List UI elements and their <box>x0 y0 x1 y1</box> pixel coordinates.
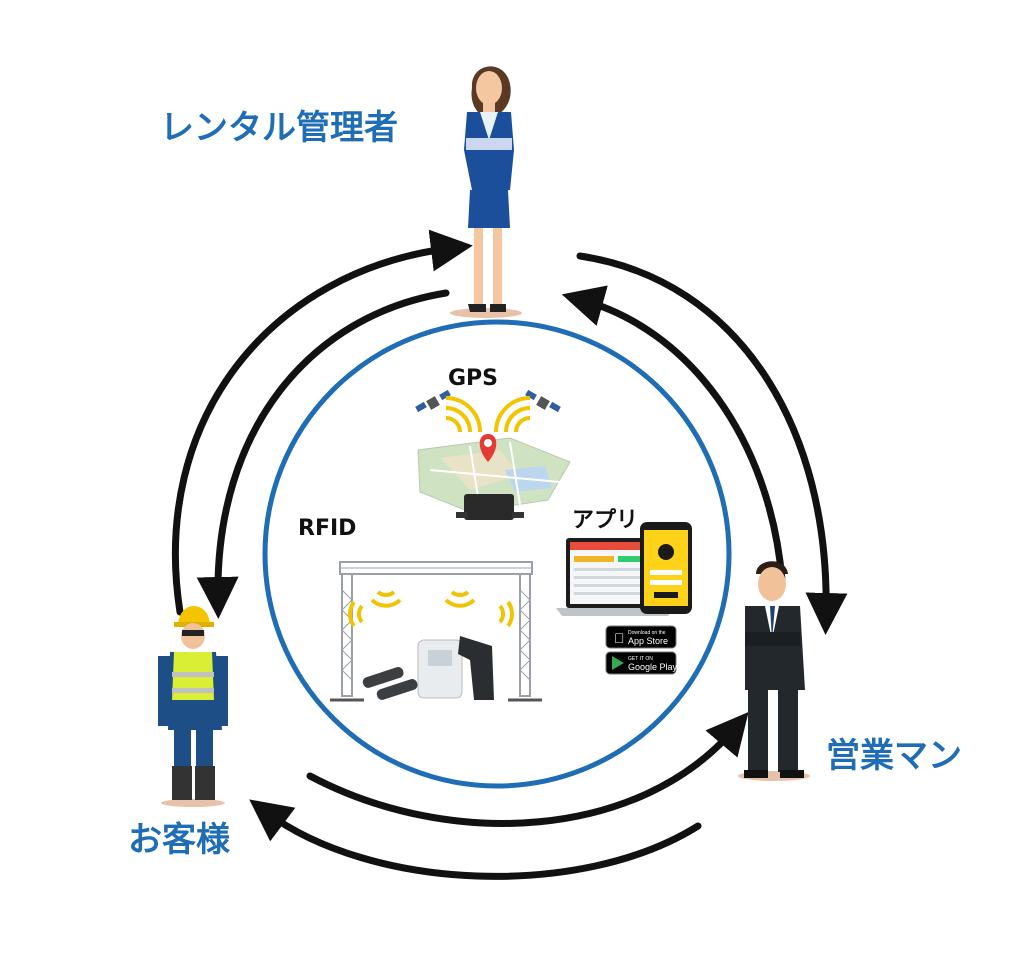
label-gps: GPS <box>448 366 499 391</box>
arrow-customer-to-sales <box>306 711 749 827</box>
label-salesman: 営業マン <box>826 736 962 776</box>
arrow-customer-to-manager <box>172 229 473 616</box>
rfid-gate-illustration <box>330 561 542 702</box>
location-pin-icon <box>479 434 497 462</box>
arrow-sales-to-manager <box>561 285 786 584</box>
gps-signal-icon <box>445 396 531 433</box>
customer-figure <box>158 606 228 807</box>
gps-illustration <box>415 389 571 520</box>
gps-tracker-icon <box>464 494 514 520</box>
label-rfid: RFID <box>298 516 357 541</box>
rfid-tags-icon <box>362 667 418 700</box>
manager-figure <box>450 66 522 318</box>
cycle-arrows <box>172 229 848 880</box>
app-store-badge[interactable]:  Download on the App Store <box>605 625 677 649</box>
salesman-figure <box>738 561 810 781</box>
google-play-badge[interactable]: GET IT ON Google Play <box>605 651 678 675</box>
google-play-icon <box>612 656 624 670</box>
arrow-manager-to-sales <box>576 252 848 635</box>
rfid-reader-icon <box>417 636 494 700</box>
rfid-signal-icon <box>348 590 514 628</box>
arrow-manager-to-customer <box>196 289 450 619</box>
label-rental-manager: レンタル管理者 <box>160 108 398 148</box>
central-circle <box>262 319 732 789</box>
app-illustration <box>556 522 692 616</box>
label-customer: お客様 <box>128 820 230 860</box>
label-app: アプリ <box>572 508 639 533</box>
satellite-left-icon <box>415 389 451 413</box>
arrow-sales-to-customer <box>249 799 702 880</box>
satellite-right-icon <box>525 389 561 413</box>
